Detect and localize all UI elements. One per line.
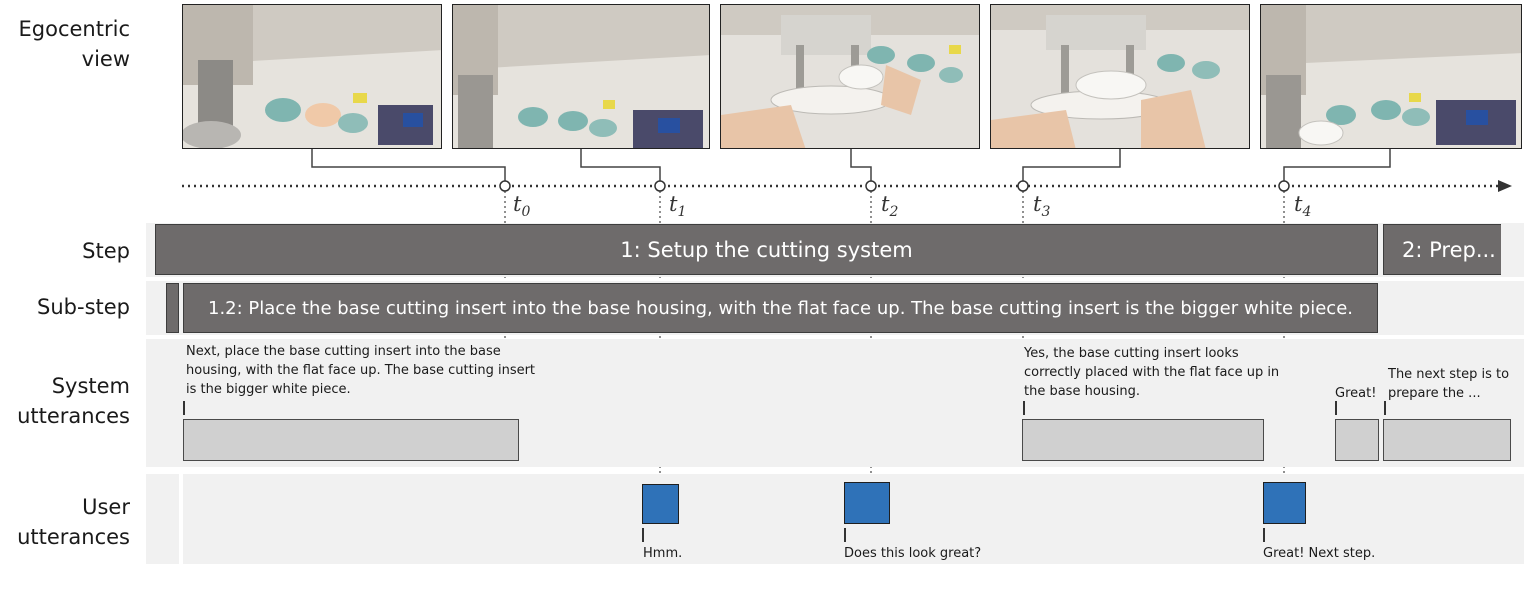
user-utterance-3-tick <box>1263 528 1265 542</box>
egocentric-frame-t4 <box>1260 4 1522 149</box>
step-bar-1: 1: Setup the cutting system <box>155 224 1378 275</box>
step-bar-2: 2: Prep... <box>1383 224 1501 275</box>
user-utterance-3-box <box>1263 482 1306 524</box>
label-system-utterances: System utterances <box>17 374 130 428</box>
label-sub-step: Sub-step <box>37 295 130 319</box>
user-utterance-2-tick <box>844 528 846 542</box>
egocentric-frame-t2 <box>720 4 980 149</box>
step-bar-2-label: 2: Prep... <box>1402 237 1496 262</box>
user-utterance-1-tick <box>642 528 644 542</box>
label-user-utterances: User utterances <box>17 495 130 549</box>
time-label-t1: t1 <box>669 192 687 221</box>
connector-t4 <box>1283 149 1391 186</box>
marker-t3 <box>1017 180 1029 192</box>
user-utterance-1-box <box>642 484 679 524</box>
label-step: Step <box>82 239 130 263</box>
system-utterance-4-tick <box>1384 401 1386 415</box>
system-utterance-2-tick <box>1023 401 1025 415</box>
connector-t1 <box>580 149 661 186</box>
system-utterance-3-text: Great! <box>1335 386 1377 401</box>
connector-t2 <box>850 149 872 186</box>
system-utterance-1-box <box>183 419 519 461</box>
system-utterance-4-text: The next step is to prepare the ... <box>1388 367 1510 401</box>
marker-t4 <box>1278 180 1290 192</box>
time-label-t4: t4 <box>1294 192 1312 221</box>
time-axis-arrowhead <box>1498 180 1512 192</box>
substep-bar-previous <box>166 283 179 333</box>
egocentric-frame-t3 <box>990 4 1250 149</box>
system-utterance-1-text: Next, place the base cutting insert into… <box>186 344 536 397</box>
substep-bar-1-2: 1.2: Place the base cutting insert into … <box>183 283 1378 333</box>
system-utterance-3-box <box>1335 419 1379 461</box>
time-label-t3: t3 <box>1033 192 1051 221</box>
marker-t1 <box>654 180 666 192</box>
system-utterance-2-box <box>1022 419 1264 461</box>
step-bar-1-label: 1: Setup the cutting system <box>620 237 913 262</box>
connector-t3 <box>1022 149 1121 186</box>
user-utterance-3-text: Great! Next step. <box>1263 546 1376 561</box>
system-utterance-1-tick <box>183 401 185 415</box>
marker-t2 <box>865 180 877 192</box>
system-utterance-2-text: Yes, the base cutting insert looks corre… <box>1024 346 1280 399</box>
user-utterances-lane-left <box>146 474 179 564</box>
marker-t0 <box>499 180 511 192</box>
system-utterance-4-box <box>1383 419 1511 461</box>
label-egocentric-view: Egocentric view <box>18 17 130 71</box>
time-label-t2: t2 <box>881 192 899 221</box>
user-utterance-2-text: Does this look great? <box>844 546 982 561</box>
egocentric-frame-t0 <box>182 4 442 149</box>
user-utterance-2-box <box>844 482 890 524</box>
egocentric-frame-t1 <box>452 4 710 149</box>
user-utterance-1-text: Hmm. <box>643 546 683 561</box>
substep-bar-label: 1.2: Place the base cutting insert into … <box>208 297 1353 319</box>
time-label-t0: t0 <box>513 192 531 221</box>
system-utterance-3-tick <box>1335 401 1337 415</box>
connector-t0 <box>311 149 506 186</box>
